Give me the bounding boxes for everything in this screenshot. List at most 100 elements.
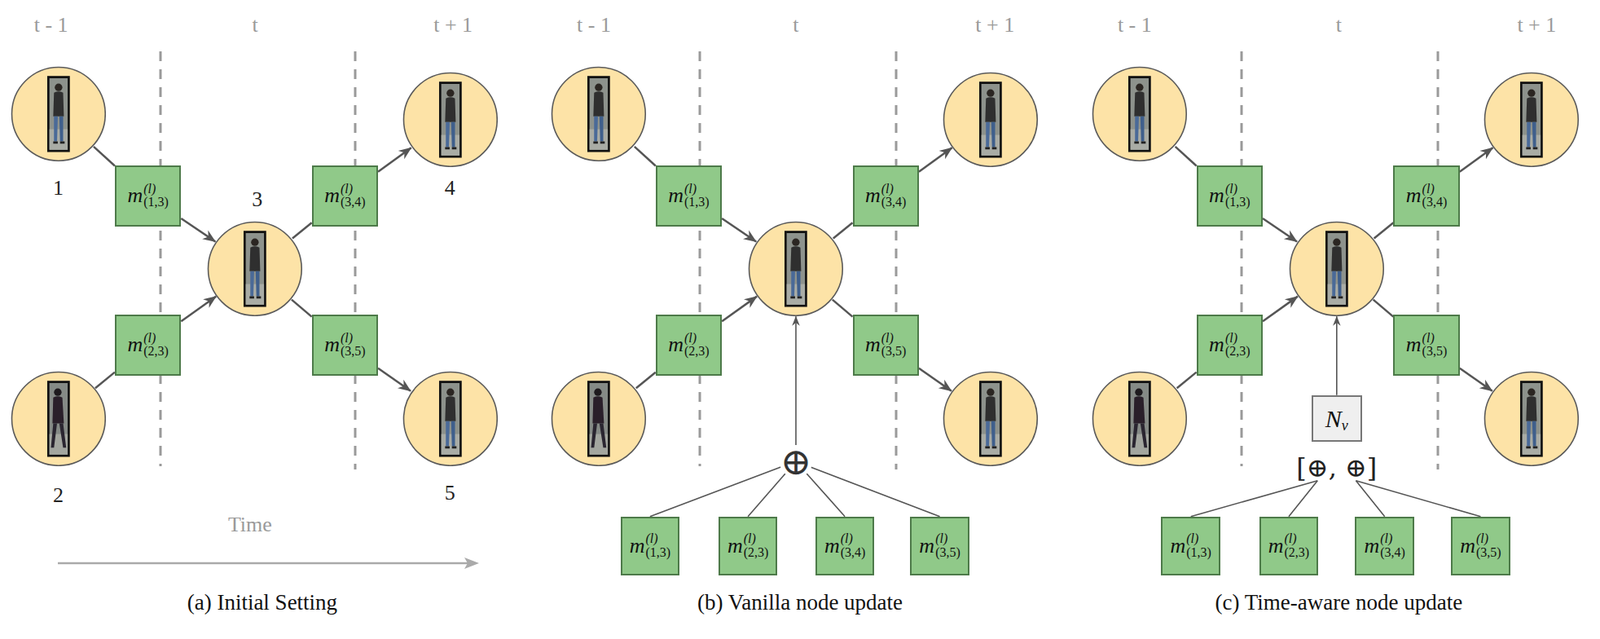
layer-superscript: (l): [340, 182, 366, 197]
message-label: m(l)(1,3): [629, 531, 671, 560]
layer-superscript: (l): [684, 182, 710, 197]
pedestrian-crop: [1520, 82, 1542, 157]
time-step-label: t + 1: [433, 13, 473, 38]
detection-node: [942, 71, 1039, 168]
pedestrian-crop: [980, 82, 1002, 157]
node-outline: [942, 370, 1039, 467]
node-outline: [402, 71, 499, 168]
message-label: m(l)(3,5): [918, 531, 960, 560]
connector: [833, 222, 853, 238]
time-step-label: t + 1: [975, 13, 1015, 38]
connector: [1459, 368, 1493, 392]
message-label: m(l)(2,3): [1208, 331, 1250, 360]
time-step-label: t - 1: [1117, 13, 1152, 38]
message-box: m(l)(3,5): [1450, 516, 1511, 576]
connector: [918, 147, 953, 172]
connector: [1175, 146, 1197, 167]
detection-node: 4: [402, 71, 499, 168]
message-box: m(l)(3,4): [1354, 516, 1415, 576]
node-outline: [10, 65, 107, 163]
connector: [1288, 480, 1318, 517]
index-stack: (l)(1,3): [1225, 182, 1251, 211]
node-outline: [402, 370, 499, 467]
pedestrian-crop: [48, 77, 69, 152]
node-outline: [1288, 220, 1385, 317]
time-divider: [160, 51, 1438, 470]
layer-superscript: (l): [1284, 531, 1310, 546]
index-stack: (l)(2,3): [743, 531, 770, 560]
layer-superscript: (l): [1380, 531, 1406, 546]
layer-superscript: (l): [143, 331, 169, 346]
node-subscript: v: [1341, 417, 1349, 433]
sum-symbol: ⊕: [780, 442, 813, 480]
node-outline: [1483, 71, 1580, 168]
connector: [1191, 480, 1319, 517]
connector: [378, 368, 411, 392]
time-step-label: t: [792, 13, 799, 38]
node-outline: [206, 220, 304, 317]
layer-superscript: (l): [645, 531, 671, 546]
time-step-label: t - 1: [576, 13, 611, 38]
detection-node: [942, 370, 1039, 467]
node-outline: [1483, 370, 1580, 467]
message-label: m(l)(1,3): [1208, 182, 1250, 211]
connector: [1374, 222, 1394, 238]
connector: [93, 146, 115, 167]
connector: [806, 473, 845, 517]
detection-node: 5: [402, 370, 499, 467]
node-outline: [747, 220, 844, 317]
message-label: m(l)(1,3): [668, 182, 709, 211]
node-outline: [1091, 370, 1188, 467]
edge-subscript: (2,3): [1284, 545, 1310, 560]
index-stack: (l)(3,5): [881, 331, 907, 360]
node-outline: [1091, 65, 1188, 163]
detection-node: [1483, 370, 1580, 467]
connector: [832, 299, 853, 317]
index-stack: (l)(1,3): [645, 531, 671, 560]
message-symbol: m: [324, 334, 340, 356]
pedestrian-crop: [1326, 231, 1347, 306]
message-box: m(l)(2,3): [655, 314, 722, 376]
message-symbol: m: [127, 184, 143, 207]
index-stack: (l)(3,4): [840, 531, 866, 560]
pedestrian-crop: [1129, 77, 1150, 152]
pedestrian-crop: [1129, 381, 1150, 456]
time-step-label: t: [1336, 13, 1342, 38]
index-stack: (l)(1,3): [1186, 531, 1212, 560]
message-symbol: m: [1169, 535, 1186, 557]
edge-subscript: (3,5): [1476, 545, 1502, 560]
message-box: m(l)(3,5): [909, 516, 970, 576]
time-arrow: [57, 557, 480, 569]
index-stack: (l)(2,3): [1225, 331, 1251, 360]
axis-label: Time: [228, 513, 273, 537]
message-label: m(l)(3,5): [1406, 331, 1447, 360]
layer-superscript: (l): [881, 331, 907, 346]
connector: [1336, 316, 1338, 395]
index-stack: (l)(3,5): [1476, 531, 1502, 560]
edge-subscript: (1,3): [645, 545, 671, 560]
update-function-symbol: N: [1325, 406, 1342, 431]
pedestrian-crop: [589, 77, 610, 152]
layer-superscript: (l): [881, 182, 907, 197]
index-stack: (l)(1,3): [684, 182, 710, 211]
message-symbol: m: [918, 535, 935, 557]
message-label: m(l)(3,5): [324, 331, 365, 360]
detection-node: [747, 220, 844, 317]
message-symbol: m: [727, 535, 743, 557]
message-label: m(l)(2,3): [727, 531, 769, 560]
node-outline: [550, 65, 647, 163]
subfigure-caption: (a) Initial Setting: [187, 590, 338, 616]
index-stack: (l)(2,3): [1284, 531, 1310, 560]
connector: [636, 372, 656, 389]
detection-node: 1: [10, 65, 107, 163]
message-box: m(l)(1,3): [114, 165, 181, 227]
layer-superscript: (l): [935, 531, 961, 546]
message-label: m(l)(3,5): [1459, 531, 1501, 560]
subfigure-caption: (b) Vanilla node update: [697, 590, 903, 616]
pedestrian-crop: [48, 381, 69, 456]
layer-superscript: (l): [143, 182, 169, 197]
message-box: m(l)(3,4): [852, 165, 919, 227]
message-box: m(l)(1,3): [655, 165, 722, 227]
pedestrian-crop: [980, 381, 1002, 456]
pedestrian-crop: [589, 381, 610, 456]
